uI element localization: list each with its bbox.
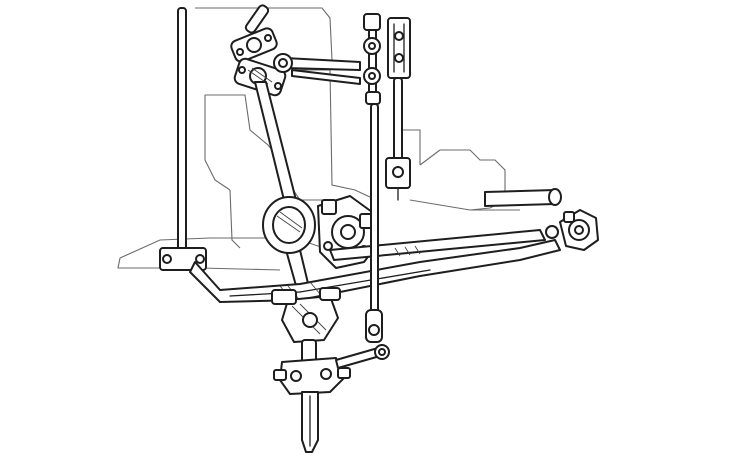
vertical-rod — [363, 13, 383, 343]
adjuster-tube — [385, 17, 411, 201]
center-hub — [262, 196, 316, 254]
pivot-bushing — [230, 4, 287, 97]
stub-axle — [301, 391, 319, 453]
rear-eyelet — [545, 209, 599, 251]
tie-link — [335, 344, 390, 369]
upper-link — [273, 53, 361, 85]
steering-knuckle — [271, 287, 351, 395]
forward-rod — [329, 188, 562, 261]
diagonal-strut — [254, 81, 313, 301]
vertical-post — [159, 7, 207, 271]
